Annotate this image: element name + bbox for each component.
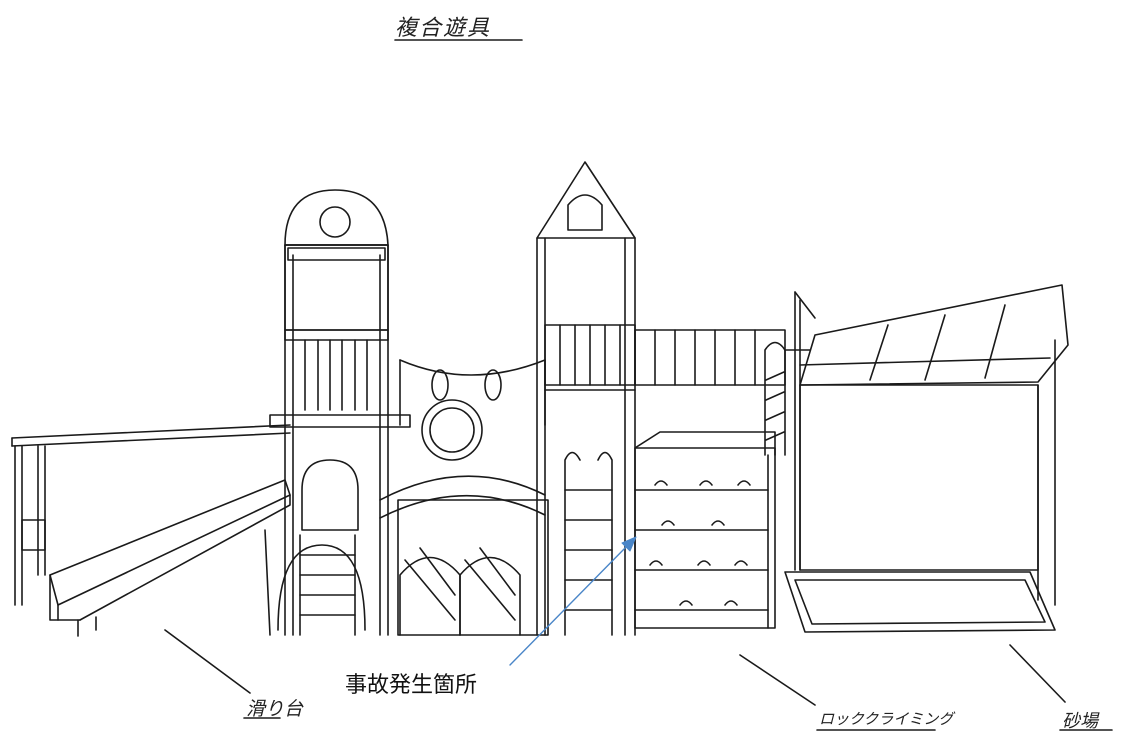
sandbox-label: 砂場 [1062, 711, 1098, 732]
sandbox-structure [784, 284, 1069, 633]
rock-leader-line [739, 654, 816, 706]
slide-label: 滑り台 [246, 698, 304, 720]
diagram-title: 複合遊具 [395, 16, 492, 41]
slide-leader-line [164, 629, 251, 694]
clock-icon [319, 206, 351, 238]
left-tower [264, 189, 411, 636]
accident-location-label: 事故発生箇所 [345, 673, 478, 698]
rock-climbing-wall [634, 431, 776, 629]
rock-climbing-label: ロッククライミング [819, 710, 954, 728]
sand-leader-line [1009, 644, 1066, 703]
slide-structure [11, 424, 291, 637]
center-bridge [379, 359, 549, 636]
center-tower [536, 161, 636, 636]
right-deck [634, 329, 811, 456]
accident-arrow [509, 536, 637, 666]
